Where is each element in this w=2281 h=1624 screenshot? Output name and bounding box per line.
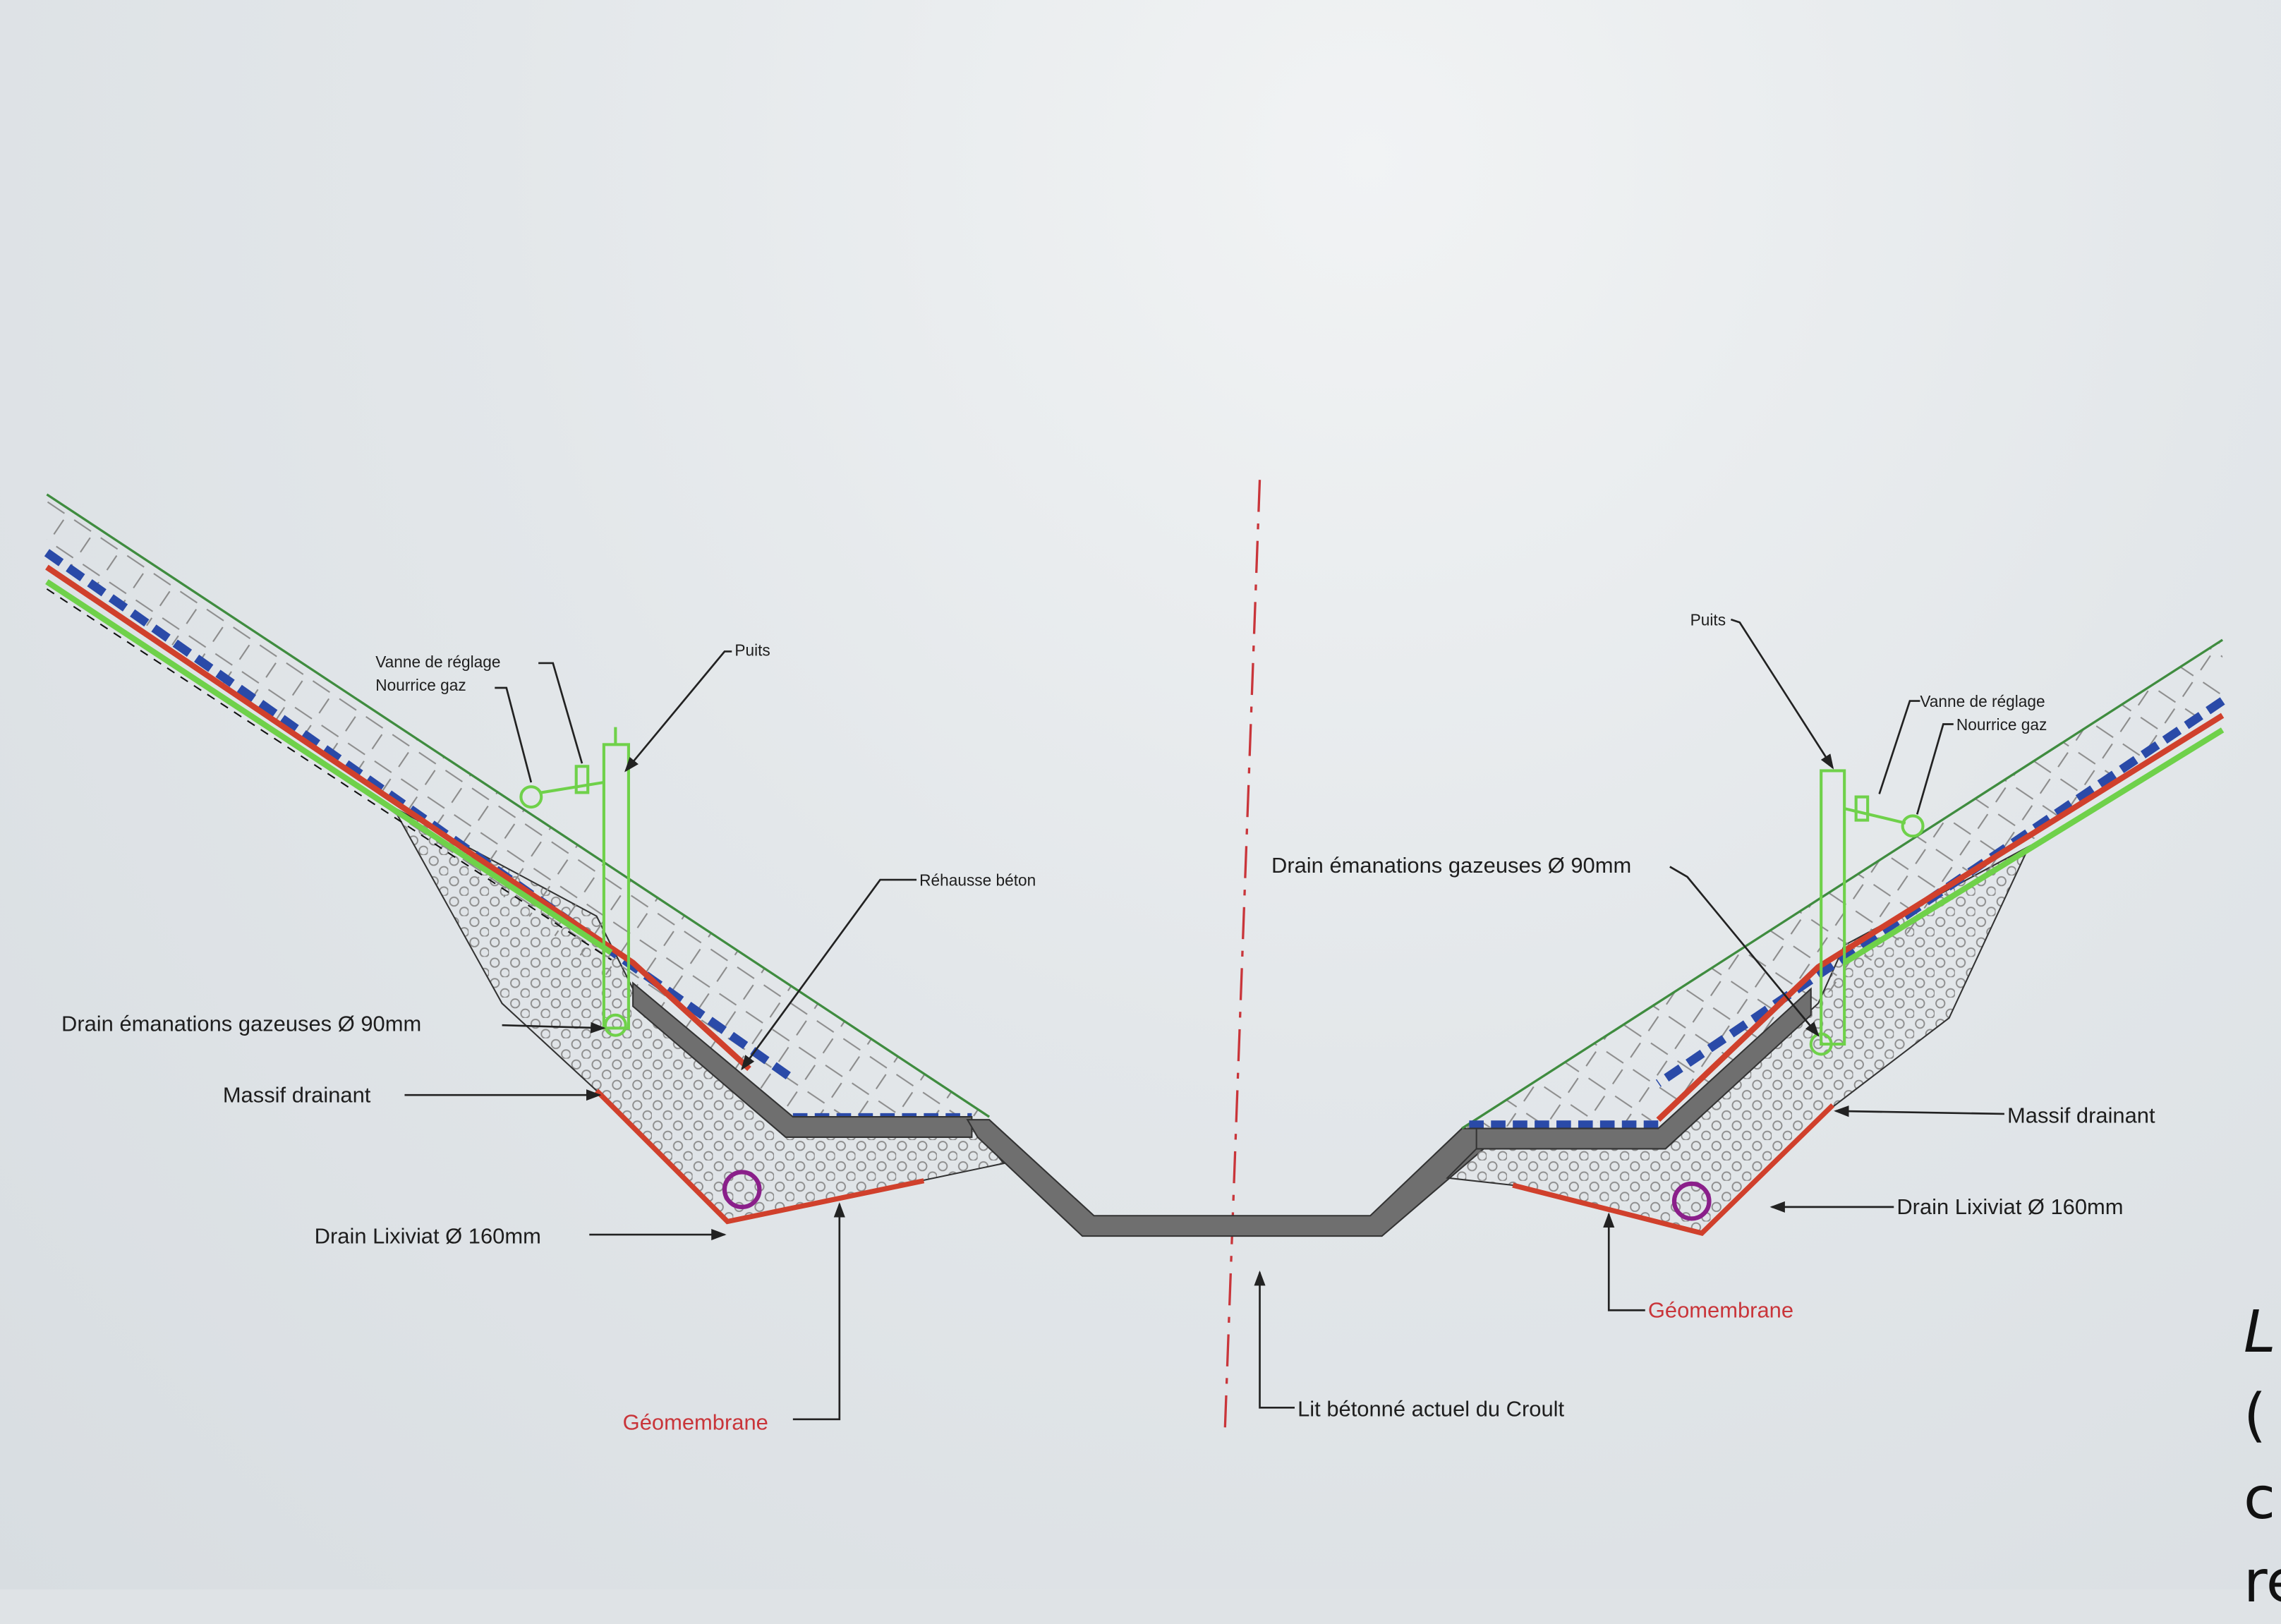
left-bank <box>44 493 1005 1225</box>
label-left-massif: Massif drainant <box>223 1082 371 1107</box>
right-concrete-riser <box>1475 987 1812 1150</box>
right-bank <box>1446 638 2225 1236</box>
left-concrete-riser <box>632 981 973 1138</box>
right-leachate-drain <box>1671 1181 1712 1221</box>
label-right-massif: Massif drainant <box>2007 1103 2155 1127</box>
right-labels: Puits Vanne de réglage Nourrice gaz Drai… <box>1271 610 2155 1322</box>
label-right-nourrice: Nourrice gaz <box>1956 715 2047 734</box>
label-right-puits: Puits <box>1690 610 1726 629</box>
left-valve <box>574 765 590 794</box>
left-red-membrane <box>45 564 751 1072</box>
left-bottom-geomembrane <box>595 1089 925 1225</box>
label-left-geomembrane: Géomembrane <box>623 1410 768 1434</box>
right-bottom-geomembrane <box>1512 1103 1835 1236</box>
label-left-vanne: Vanne de réglage <box>375 653 500 671</box>
side-text-line: c <box>2244 1465 2276 1532</box>
centerline <box>1223 480 1261 1433</box>
right-valve <box>1854 795 1870 822</box>
cross-section-diagram: Vanne de réglage Nourrice gaz Puits Réha… <box>44 480 2225 1435</box>
label-rehausse: Réhausse béton <box>919 871 1036 889</box>
side-text-line: ( <box>2244 1382 2266 1449</box>
label-right-geomembrane: Géomembrane <box>1648 1298 1793 1323</box>
left-gas-manifold <box>519 785 543 809</box>
label-right-drain-gaz: Drain émanations gazeuses Ø 90mm <box>1271 853 1631 878</box>
side-text-line: L <box>2244 1299 2276 1366</box>
label-right-drain-lixiviat: Drain Lixiviat Ø 160mm <box>1896 1194 2123 1219</box>
side-text-line: re <box>2244 1549 2281 1616</box>
label-lit-beton: Lit bétonné actuel du Croult <box>1297 1397 1564 1422</box>
label-left-drain-gaz: Drain émanations gazeuses Ø 90mm <box>61 1011 421 1036</box>
label-left-puits: Puits <box>734 641 770 660</box>
concrete-channel-bed <box>966 1119 1484 1237</box>
right-red-membrane <box>1656 713 2225 1122</box>
label-left-drain-lixiviat: Drain Lixiviat Ø 160mm <box>315 1223 541 1248</box>
right-gas-manifold <box>1901 814 1925 838</box>
label-right-vanne: Vanne de réglage <box>1920 692 2045 710</box>
label-left-nourrice: Nourrice gaz <box>375 676 466 694</box>
left-labels: Vanne de réglage Nourrice gaz Puits Réha… <box>61 641 1036 1435</box>
left-leachate-drain <box>722 1170 762 1209</box>
cropped-side-text: L ( c re <box>2244 1291 2281 1624</box>
